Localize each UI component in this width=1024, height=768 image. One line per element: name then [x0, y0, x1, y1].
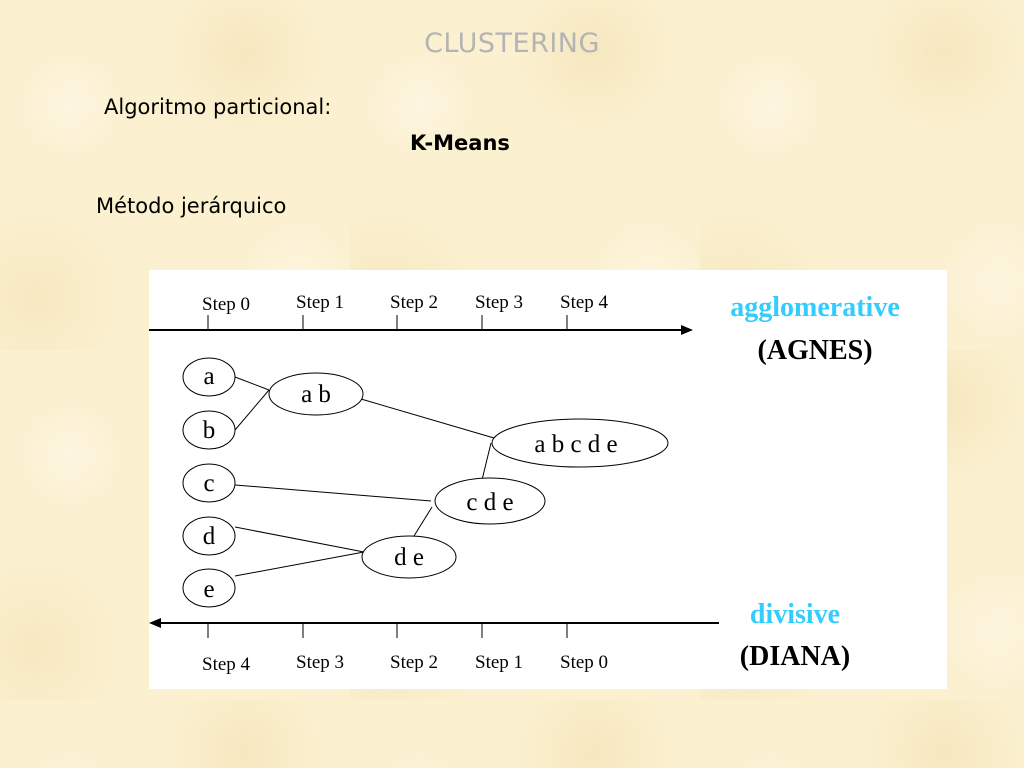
slide-title: CLUSTERING	[424, 28, 600, 59]
top-step-label: Step 2	[390, 292, 438, 313]
kmeans-label: K-Means	[410, 131, 510, 155]
divisive-arrow-head	[149, 618, 161, 628]
node-d-label: d	[203, 523, 216, 550]
node-de-label: d e	[394, 544, 424, 571]
node-d	[182, 516, 236, 556]
link-cde-abcde	[481, 442, 492, 481]
node-cde-label: c d e	[466, 489, 513, 516]
link-a-ab	[234, 376, 270, 391]
link-de-cde	[413, 506, 433, 537]
link-ab-abcde	[360, 398, 495, 439]
node-a	[182, 357, 236, 397]
node-abcde-label: a b c d e	[534, 431, 617, 458]
top-step-label: Step 1	[296, 292, 344, 313]
agglomerative-arrow-head	[681, 325, 693, 335]
diana-label: (DIANA)	[740, 641, 850, 672]
node-de	[361, 535, 457, 579]
node-b	[182, 410, 236, 450]
node-e-label: e	[203, 576, 214, 603]
bottom-axis-ticks	[207, 623, 568, 638]
divisive-label: divisive	[750, 599, 840, 630]
bottom-step-label: Step 4	[202, 654, 251, 675]
top-step-label: Step 4	[560, 292, 609, 313]
partitional-algorithm-label: Algoritmo particional:	[104, 95, 332, 119]
node-e	[182, 568, 236, 608]
node-ab-label: a b	[301, 381, 331, 408]
agglomerative-label: agglomerative	[730, 292, 900, 323]
bottom-step-label: Step 1	[475, 652, 523, 673]
top-step-label: Step 0	[202, 294, 250, 315]
link-e-de	[234, 551, 365, 577]
node-a-label: a	[203, 363, 214, 390]
node-ab	[268, 372, 364, 416]
link-b-ab	[234, 389, 270, 431]
node-abcde	[491, 418, 669, 468]
diagram-canvas: Step 0 Step 1 Step 2 Step 3 Step 4 Step …	[149, 292, 900, 675]
node-c-label: c	[203, 470, 214, 497]
top-axis-ticks	[207, 315, 568, 330]
bottom-step-label: Step 2	[390, 652, 438, 673]
node-c	[182, 463, 236, 503]
hierarchical-method-label: Método jerárquico	[96, 194, 287, 218]
link-c-cde	[234, 484, 432, 502]
hierarchical-diagram: Step 0 Step 1 Step 2 Step 3 Step 4 Step …	[149, 270, 947, 689]
agnes-label: (AGNES)	[757, 335, 872, 366]
link-d-de	[234, 526, 365, 553]
dendrogram-links	[234, 376, 495, 577]
bottom-step-label: Step 3	[296, 652, 344, 673]
top-step-label: Step 3	[475, 292, 523, 313]
node-cde	[434, 477, 546, 525]
bottom-step-label: Step 0	[560, 652, 608, 673]
node-b-label: b	[203, 417, 216, 444]
